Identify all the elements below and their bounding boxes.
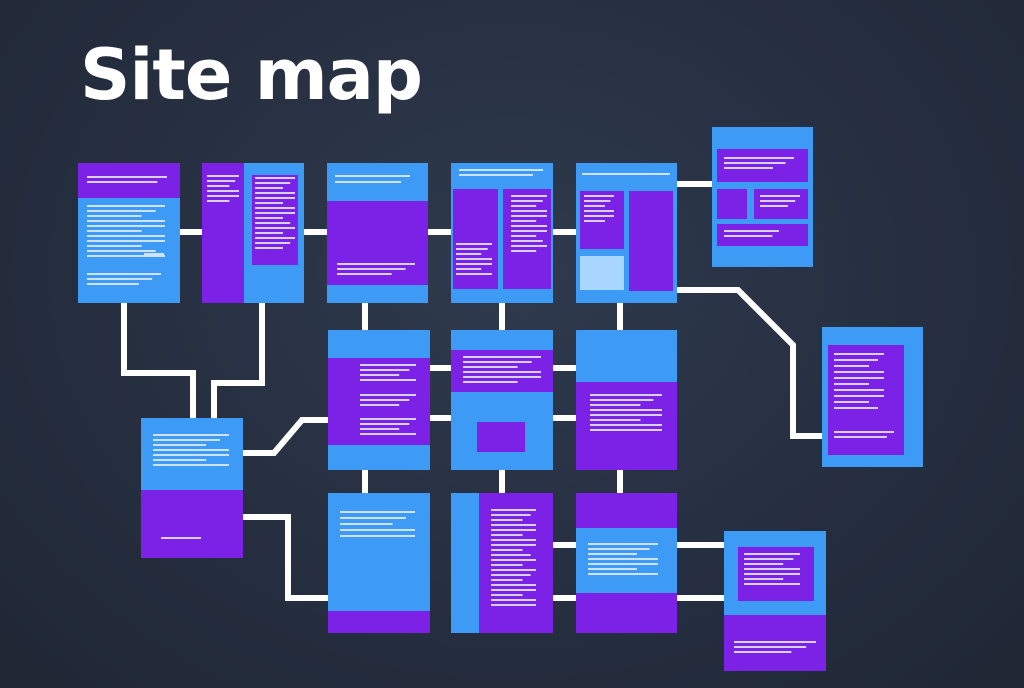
page-legal-text-lines-2 <box>734 641 816 653</box>
connector-line-10 <box>243 514 328 601</box>
page-home-text-lines-3 <box>144 253 164 255</box>
page-about-text-lines-2 <box>255 177 295 249</box>
page-about <box>202 163 304 303</box>
page-products-section-1 <box>453 189 498 289</box>
page-support <box>451 493 553 633</box>
page-blog-text-lines-3 <box>724 230 779 237</box>
page-team-text-lines-2 <box>161 537 201 539</box>
page-team-section-1 <box>141 490 243 558</box>
page-contact <box>822 327 923 467</box>
page-blog <box>712 127 813 267</box>
page-about-section-1 <box>202 163 244 303</box>
page-support-text-lines-1 <box>491 509 536 606</box>
connector-line-7 <box>121 303 196 418</box>
page-products-text-lines-1 <box>459 169 543 176</box>
page-blog-section-1 <box>717 149 808 182</box>
page-services <box>327 163 428 303</box>
page-pricing <box>451 330 553 470</box>
page-home <box>78 163 180 303</box>
page-products <box>451 163 553 303</box>
page-features-section-1 <box>328 358 430 445</box>
connector-line-8 <box>211 303 265 418</box>
page-careers-section-1 <box>328 611 430 633</box>
page-products-text-lines-3 <box>511 195 547 252</box>
page-pricing-text-lines-1 <box>463 356 541 383</box>
page-services-text-lines-2 <box>337 263 415 275</box>
page-gallery-section-3 <box>580 256 624 290</box>
page-products-section-2 <box>503 189 551 289</box>
page-gallery-text-lines-2 <box>584 195 614 222</box>
page-features-text-lines-2 <box>360 394 416 406</box>
page-careers <box>328 493 430 633</box>
page-blog-section-3 <box>754 189 808 219</box>
page-services-text-lines-1 <box>335 175 410 183</box>
page-blog-section-2 <box>717 189 747 219</box>
page-news-text-lines-1 <box>588 543 658 575</box>
page-features <box>328 330 430 470</box>
page-careers-frame <box>328 493 430 633</box>
page-services-section-1 <box>327 201 428 285</box>
page-careers-text-lines-1 <box>340 511 415 537</box>
page-gallery <box>576 163 677 303</box>
page-about-section-2 <box>252 175 298 265</box>
page-blog-text-lines-1 <box>724 157 794 169</box>
page-team <box>141 418 243 558</box>
connector-line-9 <box>243 417 328 456</box>
page-pricing-section-2 <box>477 422 525 452</box>
page-nodes <box>78 127 923 671</box>
page-home-text-lines-1 <box>87 176 167 183</box>
page-support-section-1 <box>479 493 553 633</box>
page-products-text-lines-2 <box>456 243 492 275</box>
connector-line-6 <box>677 287 822 439</box>
page-home-text-lines-4 <box>87 273 161 285</box>
page-features-text-lines-3 <box>360 418 416 435</box>
connector-lines <box>121 181 822 601</box>
page-blog-text-lines-2 <box>760 195 800 207</box>
page-home-text-lines-2 <box>87 205 165 257</box>
page-gallery-text-lines-1 <box>582 173 670 175</box>
page-home-section-1 <box>78 163 180 198</box>
page-about-text-lines-1 <box>207 175 239 202</box>
page-news-section-1 <box>576 493 677 528</box>
page-faq-text-lines-1 <box>590 394 662 431</box>
page-news <box>576 493 677 633</box>
page-contact-text-lines-1 <box>834 353 884 409</box>
page-contact-text-lines-2 <box>834 431 894 438</box>
page-features-text-lines-1 <box>360 364 416 381</box>
page-gallery-section-2 <box>629 191 673 291</box>
page-team-text-lines-1 <box>153 434 229 466</box>
page-contact-section-1 <box>828 345 904 455</box>
page-legal <box>724 531 826 671</box>
page-news-section-2 <box>576 593 677 633</box>
page-faq <box>576 330 677 470</box>
page-legal-text-lines-1 <box>744 553 800 585</box>
page-title: Site map <box>80 34 423 116</box>
